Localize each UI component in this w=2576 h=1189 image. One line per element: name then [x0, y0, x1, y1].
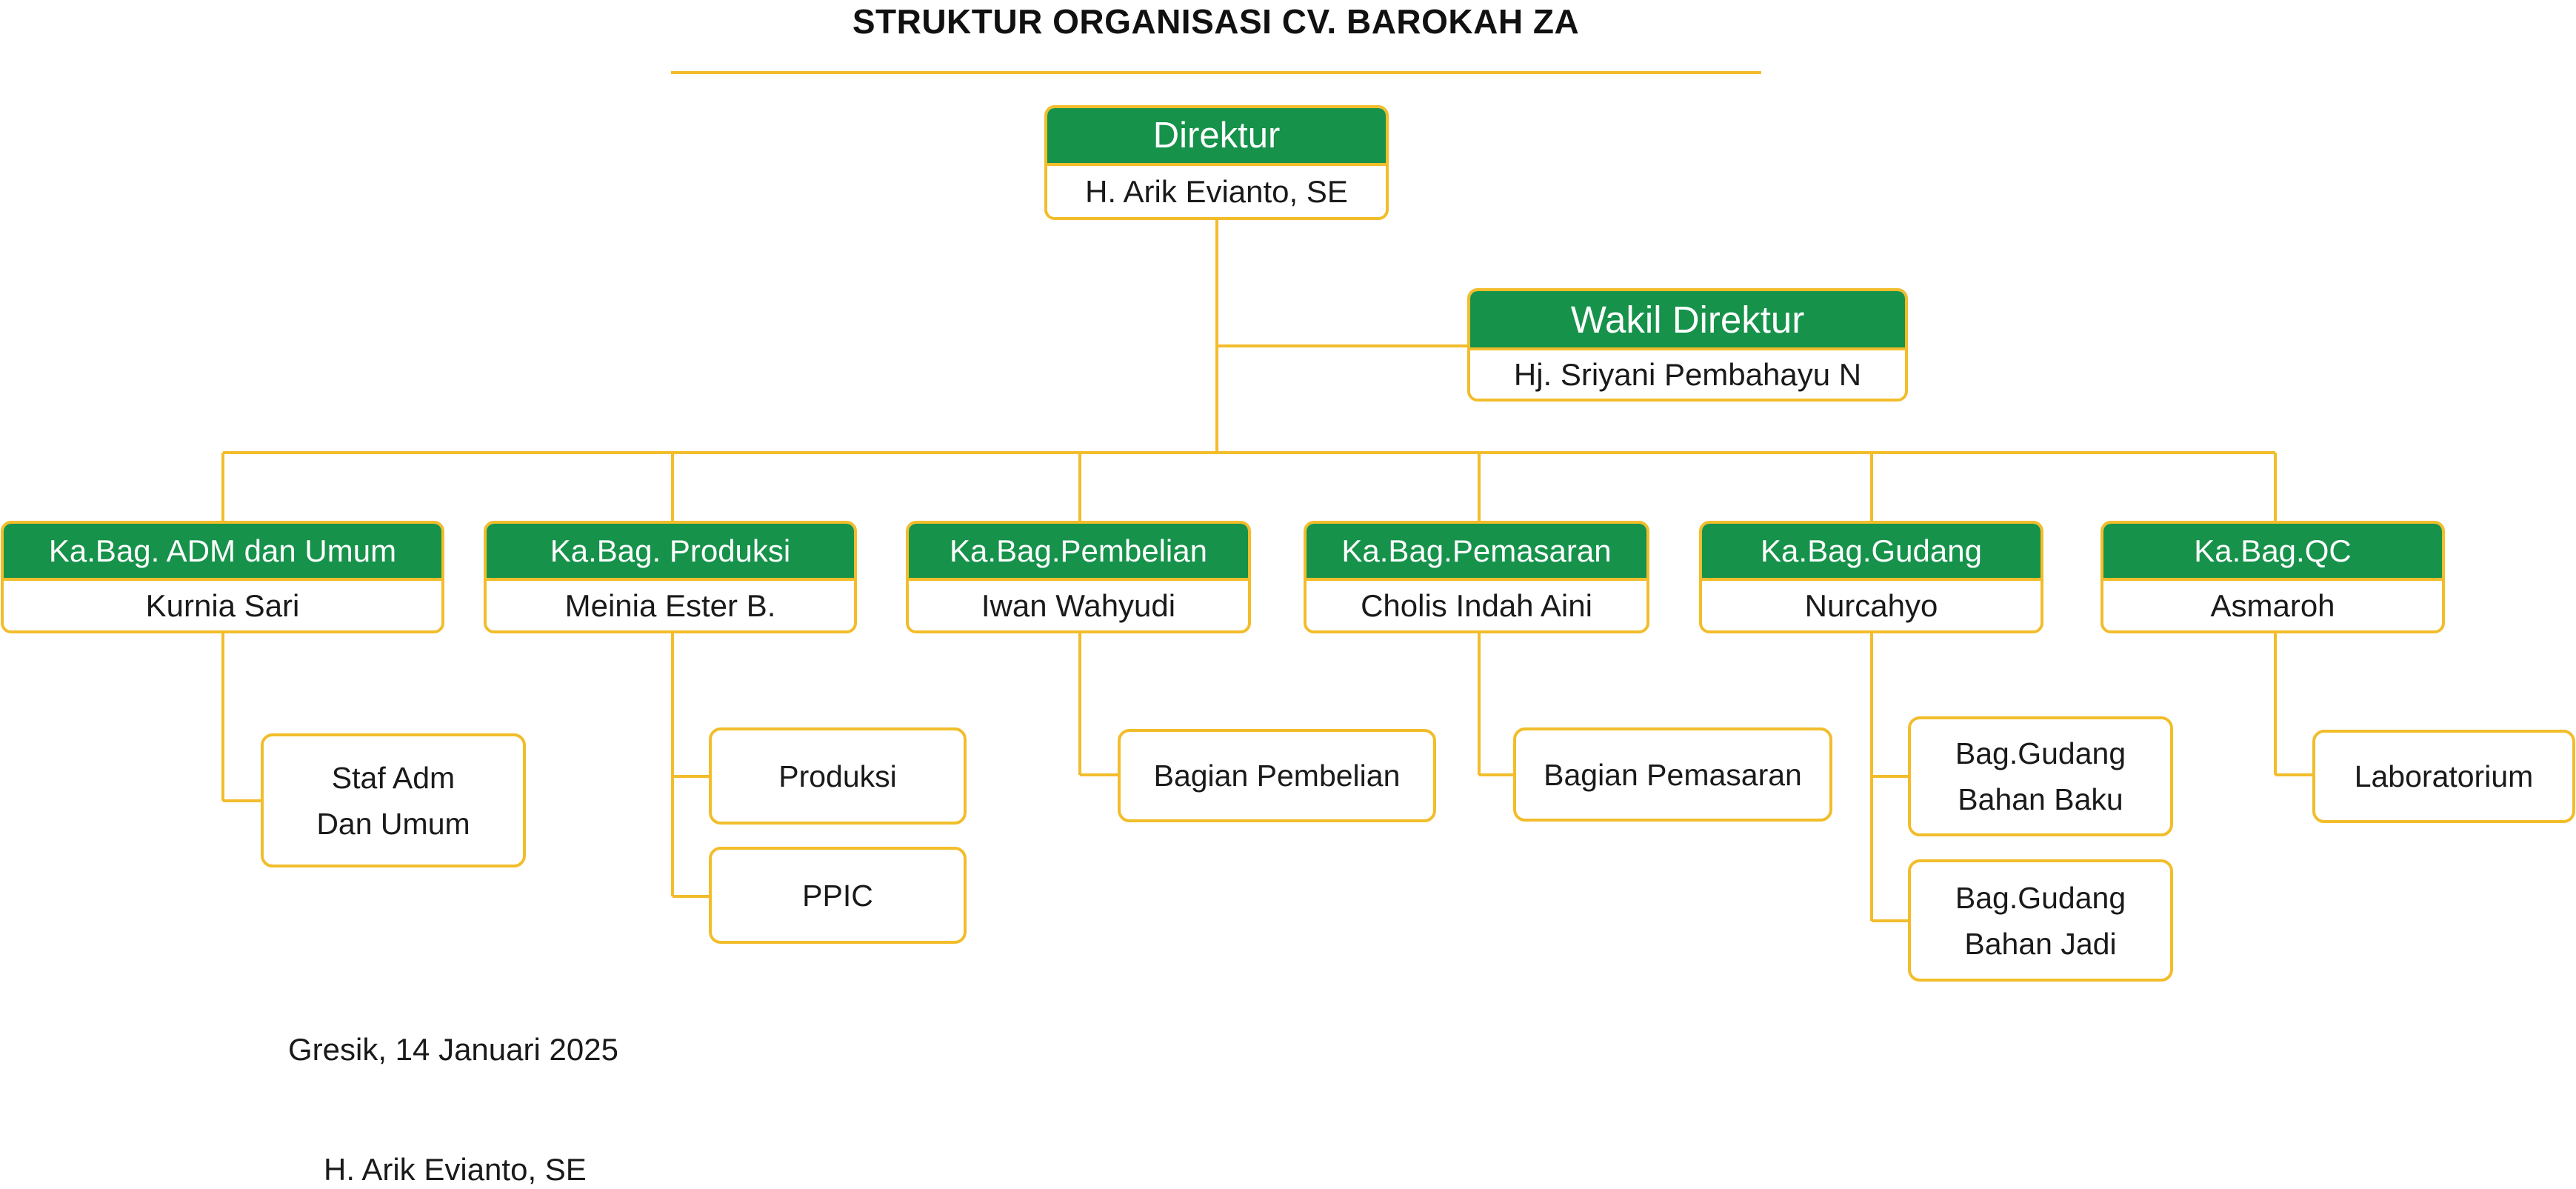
vice-director-name: Hj. Sriyani Pembahayu N [1513, 356, 1862, 392]
department-box-qc: Ka.Bag.QC Asmaroh [2100, 521, 2445, 633]
place-date: Gresik, 14 Januari 2025 [288, 1032, 618, 1067]
department-head-name: Iwan Wahyudi [981, 587, 1176, 623]
director-role: Direktur [1047, 108, 1386, 166]
department-head-name: Kurnia Sari [145, 587, 300, 623]
department-role: Ka.Bag.QC [2103, 524, 2442, 581]
department-role: Ka.Bag. ADM dan Umum [4, 524, 441, 581]
unit-box: Laboratorium [2312, 730, 2575, 823]
unit-box: Staf Adm Dan Umum [261, 733, 526, 867]
unit-box: Produksi [709, 727, 967, 825]
director-name: H. Arik Evianto, SE [1085, 173, 1348, 209]
department-role: Ka.Bag.Pemasaran [1307, 524, 1646, 581]
unit-box: Bag.Gudang Bahan Jadi [1908, 859, 2173, 982]
director-box: Direktur H. Arik Evianto, SE [1044, 105, 1389, 220]
unit-box: Bag.Gudang Bahan Baku [1908, 716, 2173, 836]
department-head-name: Asmaroh [2210, 587, 2335, 623]
department-box-pemasaran: Ka.Bag.Pemasaran Cholis Indah Aini [1304, 521, 1649, 633]
unit-box: Bagian Pembelian [1118, 729, 1436, 822]
department-role: Ka.Bag.Pembelian [909, 524, 1248, 581]
department-head-name: Nurcahyo [1804, 587, 1938, 623]
vice-director-role: Wakil Direktur [1470, 291, 1905, 350]
vice-director-box: Wakil Direktur Hj. Sriyani Pembahayu N [1467, 288, 1908, 402]
unit-box: Bagian Pemasaran [1513, 727, 1832, 822]
unit-box: PPIC [709, 847, 967, 944]
department-box-adm: Ka.Bag. ADM dan Umum Kurnia Sari [1, 521, 444, 633]
chart-title: STRUKTUR ORGANISASI CV. BAROKAH ZA [852, 2, 1580, 41]
department-box-pembelian: Ka.Bag.Pembelian Iwan Wahyudi [906, 521, 1251, 633]
department-role: Ka.Bag. Produksi [487, 524, 854, 581]
signatory-name: H. Arik Evianto, SE [324, 1152, 587, 1187]
department-box-gudang: Ka.Bag.Gudang Nurcahyo [1699, 521, 2043, 633]
department-role: Ka.Bag.Gudang [1702, 524, 2041, 581]
department-box-produksi: Ka.Bag. Produksi Meinia Ester B. [484, 521, 857, 633]
department-head-name: Meinia Ester B. [564, 587, 776, 623]
department-head-name: Cholis Indah Aini [1361, 587, 1592, 623]
